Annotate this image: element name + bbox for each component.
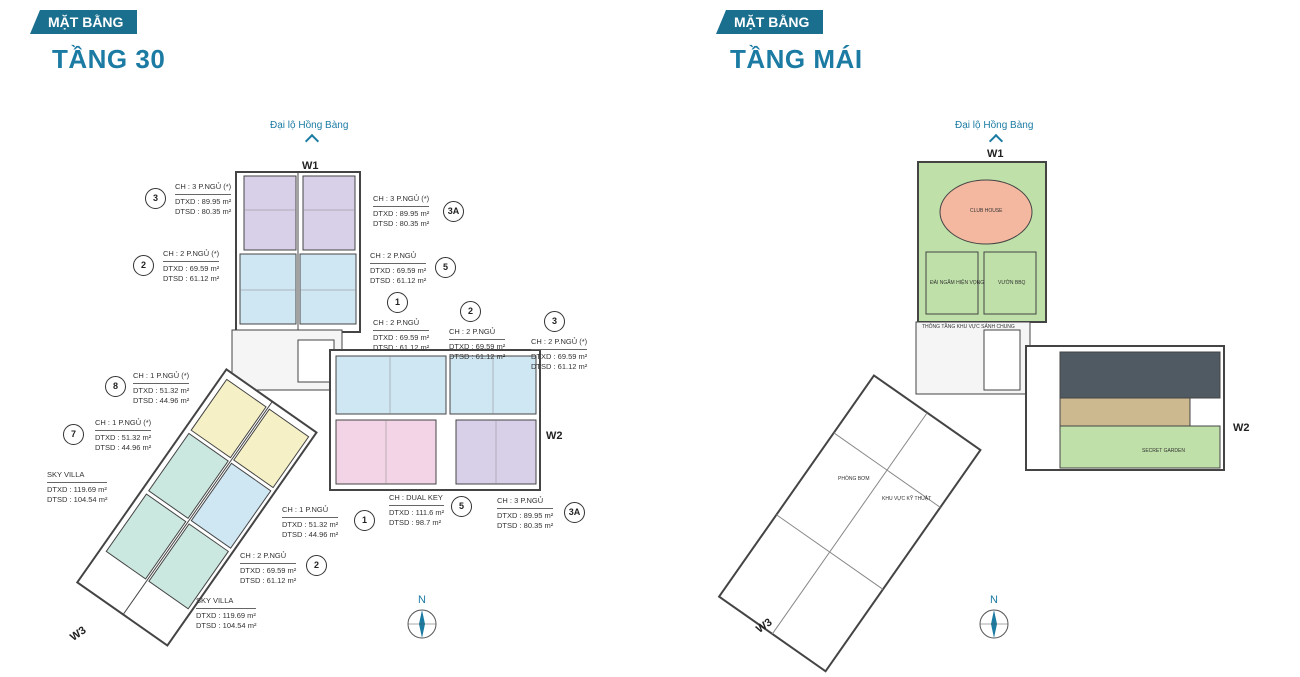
floor-title: TẦNG 30 (52, 44, 166, 74)
unit-badge: 3 (145, 188, 166, 209)
unit-badge: 2 (306, 555, 327, 576)
unit-badge: 3A (443, 201, 464, 222)
pump-room-label: PHÒNG BƠM (838, 476, 870, 482)
unit-badge: 5 (451, 496, 472, 517)
section-tag: MẶT BẰNG (30, 10, 138, 34)
road-label: Đại lộ Hồng Bàng (955, 120, 1034, 131)
floor-plan-30 (75, 171, 541, 647)
unit-badge: 3A (564, 502, 585, 523)
unit-badge: 2 (133, 255, 154, 276)
unit-badge: 1 (387, 292, 408, 313)
wing-w2-label: W2 (1233, 422, 1250, 434)
viewing-deck-label: ĐÀI NGẮM HIỆN VỌNG (930, 280, 985, 286)
atrium-label: THÔNG TẦNG KHU VỰC SẢNH CHUNG (922, 324, 1015, 330)
unit-badge: 5 (435, 257, 456, 278)
road-label: Đại lộ Hồng Bàng (270, 120, 349, 131)
unit-badge: 7 (63, 424, 84, 445)
unit-badge: 2 (460, 301, 481, 322)
floor-title: TẦNG MÁI (730, 44, 863, 74)
technical-area-label: KHU VỰC KỸ THUẬT (882, 496, 932, 502)
compass-north-label: N (418, 594, 426, 606)
unit-badge: 8 (105, 376, 126, 397)
wing-w1-label: W1 (302, 160, 319, 172)
section-tag: MẶT BẰNG (716, 10, 824, 34)
unit-badge: 1 (354, 510, 375, 531)
compass-icon (407, 609, 437, 639)
wing-w1-label: W1 (987, 148, 1004, 160)
compass: N (976, 594, 1012, 640)
unit-badge: 3 (544, 311, 565, 332)
right-panel: MẶT BẰNG TẦNG MÁI Đại lộ Hồng Bàng (650, 0, 1300, 677)
club-house-label: CLUB HOUSE (970, 208, 1003, 214)
compass-north-label: N (990, 594, 998, 606)
compass-icon (979, 609, 1009, 639)
wing-w2-label: W2 (546, 430, 563, 442)
left-panel: MẶT BẰNG TẦNG 30 Đại lộ Hồng Bàng (0, 0, 650, 677)
roof-plan (717, 161, 1225, 673)
secret-garden-label: SECRET GARDEN (1142, 448, 1185, 454)
bbq-garden-label: VƯỜN BBQ (998, 280, 1026, 286)
compass: N (404, 594, 440, 640)
